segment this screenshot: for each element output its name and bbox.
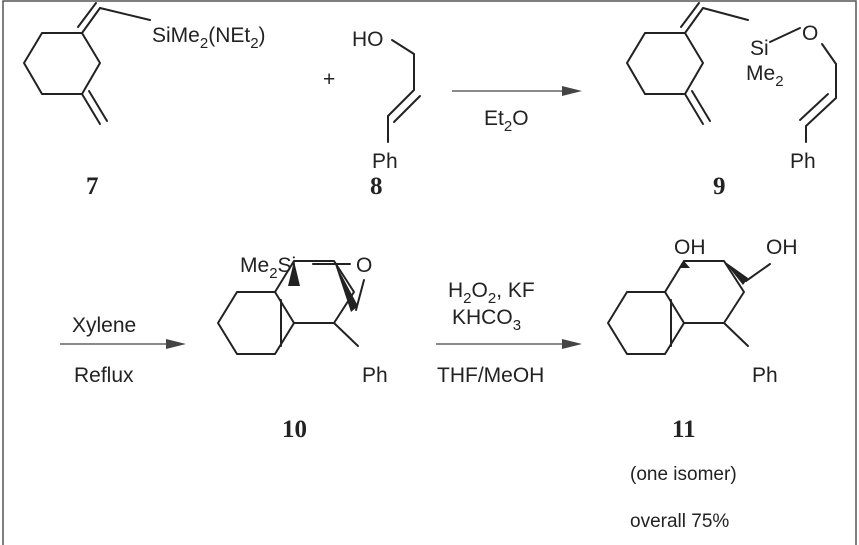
reaction-arrow-3: H2O2, KF KHCO3 THF/MeOH bbox=[436, 279, 582, 387]
compound-8-hydroxyl: HO bbox=[352, 28, 384, 51]
yield-note: overall 75% bbox=[630, 511, 729, 532]
compound-11-right-ring bbox=[664, 260, 745, 324]
reaction-arrow-2: Xylene Reflux bbox=[60, 314, 186, 387]
plus-sign: + bbox=[323, 68, 335, 91]
arrow-2-solvent: Xylene bbox=[72, 314, 136, 337]
compound-10: Me2Si O Ph 10 bbox=[217, 254, 388, 443]
compound-11-left-ring bbox=[607, 291, 685, 355]
compound-7-ring bbox=[23, 32, 101, 95]
compound-11-number: 11 bbox=[672, 416, 696, 443]
compound-11-wedge-bond bbox=[680, 261, 690, 268]
arrow-2-condition: Reflux bbox=[74, 364, 134, 387]
compound-9-oxygen: O bbox=[802, 22, 818, 45]
compound-10-wedge-bond bbox=[288, 261, 300, 286]
compound-10-right-ring bbox=[274, 260, 355, 324]
compound-7: SiMe2(NEt2) 7 bbox=[23, 2, 266, 200]
compound-7-methylene bbox=[81, 93, 101, 125]
arrow-3-solvent: THF/MeOH bbox=[437, 364, 544, 387]
compound-10-phenyl: Ph bbox=[362, 364, 388, 387]
compound-8-alkene bbox=[387, 89, 415, 117]
arrow-3-reagent-line-1: H2O2, KF bbox=[448, 279, 535, 307]
compound-8-number: 8 bbox=[370, 173, 383, 200]
compound-11-hydroxyl-2: OH bbox=[766, 236, 798, 259]
compound-8: HO Ph 8 bbox=[352, 28, 421, 200]
compound-10-number: 10 bbox=[282, 416, 307, 443]
compound-10-oxygen: O bbox=[356, 254, 372, 277]
compound-9-alkene bbox=[805, 97, 837, 127]
compound-9: Si O Me2 Ph 9 bbox=[626, 2, 837, 200]
arrow-1-reagent: Et2O bbox=[484, 107, 529, 135]
compound-7-vinyl-bond bbox=[99, 7, 151, 21]
isomer-note: (one isomer) bbox=[630, 464, 737, 485]
compound-10-dimethylsilyl: Me2Si bbox=[240, 254, 296, 282]
compound-9-phenyl: Ph bbox=[790, 150, 816, 173]
compound-9-ring bbox=[626, 32, 704, 95]
compound-7-exocyclic-alkene bbox=[81, 7, 101, 34]
compound-11: OH OH Ph 11 (one isomer) overall 75% bbox=[607, 236, 798, 532]
compound-9-number: 9 bbox=[713, 173, 726, 200]
compound-7-number: 7 bbox=[86, 173, 99, 200]
compound-10-left-ring bbox=[217, 291, 295, 355]
compound-9-dimethyl: Me2 bbox=[746, 62, 784, 90]
compound-7-silyl-group: SiMe2(NEt2) bbox=[152, 24, 266, 52]
arrow-3-reagent-line-2: KHCO3 bbox=[452, 306, 521, 334]
compound-8-phenyl: Ph bbox=[372, 150, 398, 173]
compound-11-phenyl: Ph bbox=[752, 364, 778, 387]
reaction-arrow-1: Et2O bbox=[452, 86, 582, 135]
compound-11-hydroxyl-1: OH bbox=[674, 236, 706, 259]
compound-9-silicon: Si bbox=[750, 37, 769, 60]
